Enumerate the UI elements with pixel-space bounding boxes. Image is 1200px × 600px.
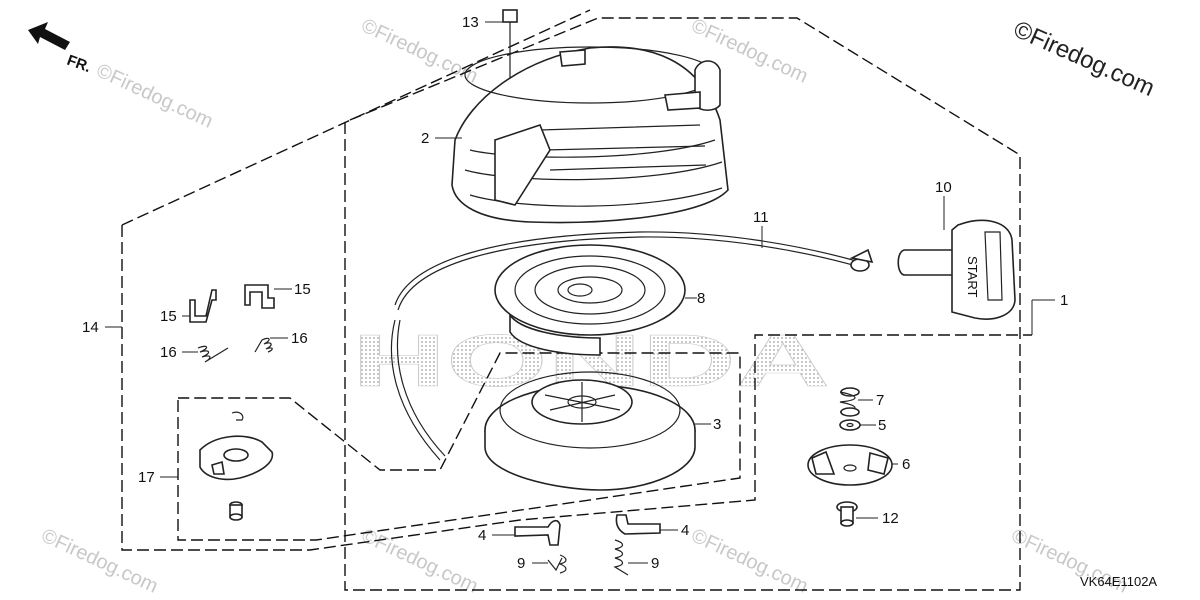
- part-label-6: 6: [902, 456, 910, 473]
- group-outlines: [121, 9, 1032, 591]
- part-15-clip-left: [189, 289, 217, 323]
- part-7-spring: [839, 387, 860, 417]
- part-label-13: 13: [462, 14, 479, 31]
- part-4-ratchet-left: [514, 519, 561, 546]
- part-label-7: 7: [876, 392, 884, 409]
- part-label-11: 11: [753, 209, 769, 226]
- part-label-14: 14: [82, 319, 99, 336]
- part-label-1: 1: [1060, 292, 1068, 309]
- front-direction-arrow: FR.: [28, 22, 93, 76]
- leader-lines: [105, 21, 1055, 564]
- part-9-spring-right: [613, 539, 629, 576]
- part-17-ratchet-guide: [199, 411, 274, 521]
- part-number-labels: 2 1 8 3 10 11 13 14 15 15 16 16 17 7 5 6…: [82, 14, 1068, 572]
- part-6-friction-plate: [807, 444, 893, 486]
- part-label-10: 10: [935, 179, 952, 196]
- part-label-8: 8: [697, 290, 705, 307]
- part-label-9: 9: [517, 555, 525, 572]
- part-3-reel-pulley: [484, 371, 696, 491]
- watermark-main: ©Firedog.com: [1010, 16, 1159, 102]
- part-label-12: 12: [882, 510, 899, 527]
- part-12-set-bolt: [836, 501, 858, 527]
- part-label-16: 16: [291, 330, 308, 347]
- part-9-spring-left: [547, 554, 567, 574]
- handle-text: START: [965, 256, 980, 297]
- watermark-faint: ©Firedog.com: [93, 60, 216, 133]
- watermark-faint: ©Firedog.com: [688, 525, 811, 598]
- part-label-4: 4: [478, 527, 486, 544]
- part-15-clip-right: [244, 284, 275, 309]
- part-16-spring-left: [197, 345, 229, 363]
- watermark-faint: ©Firedog.com: [38, 525, 161, 598]
- part-label-9: 9: [651, 555, 659, 572]
- part-label-15: 15: [294, 281, 311, 298]
- part-4-ratchet-right: [615, 514, 661, 535]
- direction-label: FR.: [65, 52, 94, 76]
- part-label-17: 17: [138, 469, 155, 486]
- part-label-15: 15: [160, 308, 177, 325]
- part-16-spring-right: [254, 337, 273, 353]
- part-label-3: 3: [713, 416, 721, 433]
- part-11-starter-rope: [390, 231, 874, 461]
- drawing-code: VK64E1102A: [1080, 574, 1157, 589]
- part-8-recoil-spring: [494, 244, 686, 356]
- part-5-washer: [839, 419, 861, 431]
- part-10-starter-handle: START: [897, 219, 1016, 320]
- part-2-recoil-cover: [451, 46, 729, 224]
- part-label-2: 2: [421, 130, 429, 147]
- watermark-faint: ©Firedog.com: [358, 525, 481, 598]
- part-label-16: 16: [160, 344, 177, 361]
- part-label-4: 4: [681, 522, 689, 539]
- part-label-5: 5: [878, 417, 886, 434]
